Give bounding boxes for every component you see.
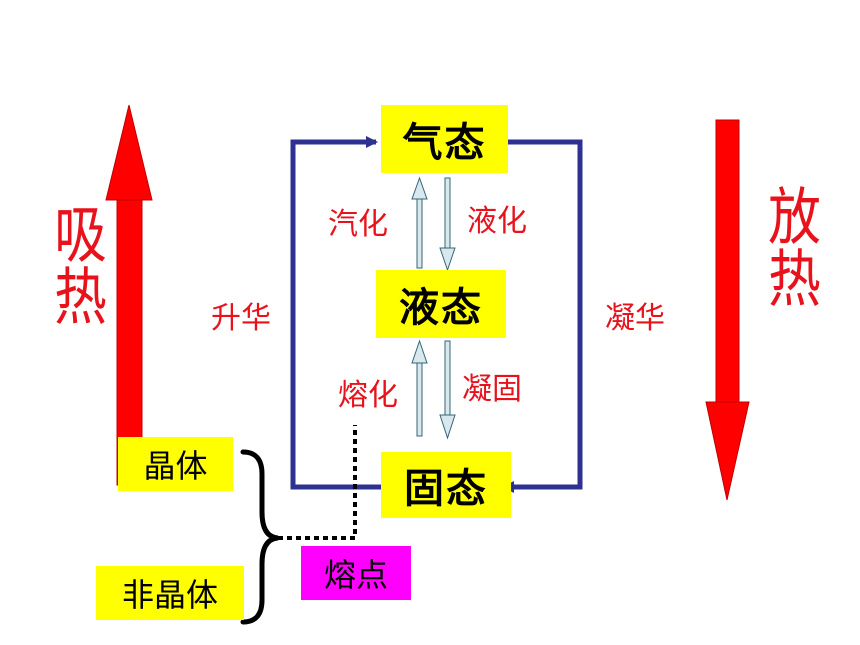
vaporization-arrow — [411, 176, 428, 269]
absorb-heat-arrow — [105, 104, 153, 486]
amorphous-box: 非晶体 — [96, 566, 244, 620]
solidification-arrow — [439, 340, 456, 440]
gas-state-label: 气态 — [402, 120, 487, 166]
release-heat-label: 放热 — [758, 184, 821, 308]
sublimation-line — [290, 136, 383, 490]
solids-brace — [240, 449, 279, 625]
solid-state-label: 固态 — [404, 466, 488, 512]
vaporization-label: 汽化 — [328, 207, 388, 242]
melting-point-connector — [278, 425, 357, 540]
crystal-label: 晶体 — [143, 447, 208, 485]
liquefaction-label: 液化 — [467, 204, 527, 239]
amorphous-label: 非晶体 — [121, 576, 218, 614]
deposition-label: 凝华 — [605, 301, 665, 336]
liquefaction-arrow — [439, 177, 456, 272]
solid-state-box: 固态 — [381, 452, 511, 518]
liquid-state-label: 液态 — [399, 285, 483, 331]
absorb-heat-label: 吸热 — [44, 202, 107, 326]
solidification-label: 凝固 — [462, 372, 522, 407]
melting-label: 熔化 — [338, 378, 398, 413]
melting-point-box: 熔点 — [301, 546, 411, 600]
crystal-box: 晶体 — [118, 437, 233, 491]
liquid-state-box: 液态 — [376, 270, 506, 338]
sublimation-label: 升华 — [211, 301, 271, 336]
gas-state-box: 气态 — [381, 105, 508, 173]
melting-point-label: 熔点 — [323, 556, 388, 594]
melting-arrow — [411, 339, 428, 437]
deposition-line — [497, 139, 583, 493]
release-heat-arrow — [705, 119, 750, 501]
